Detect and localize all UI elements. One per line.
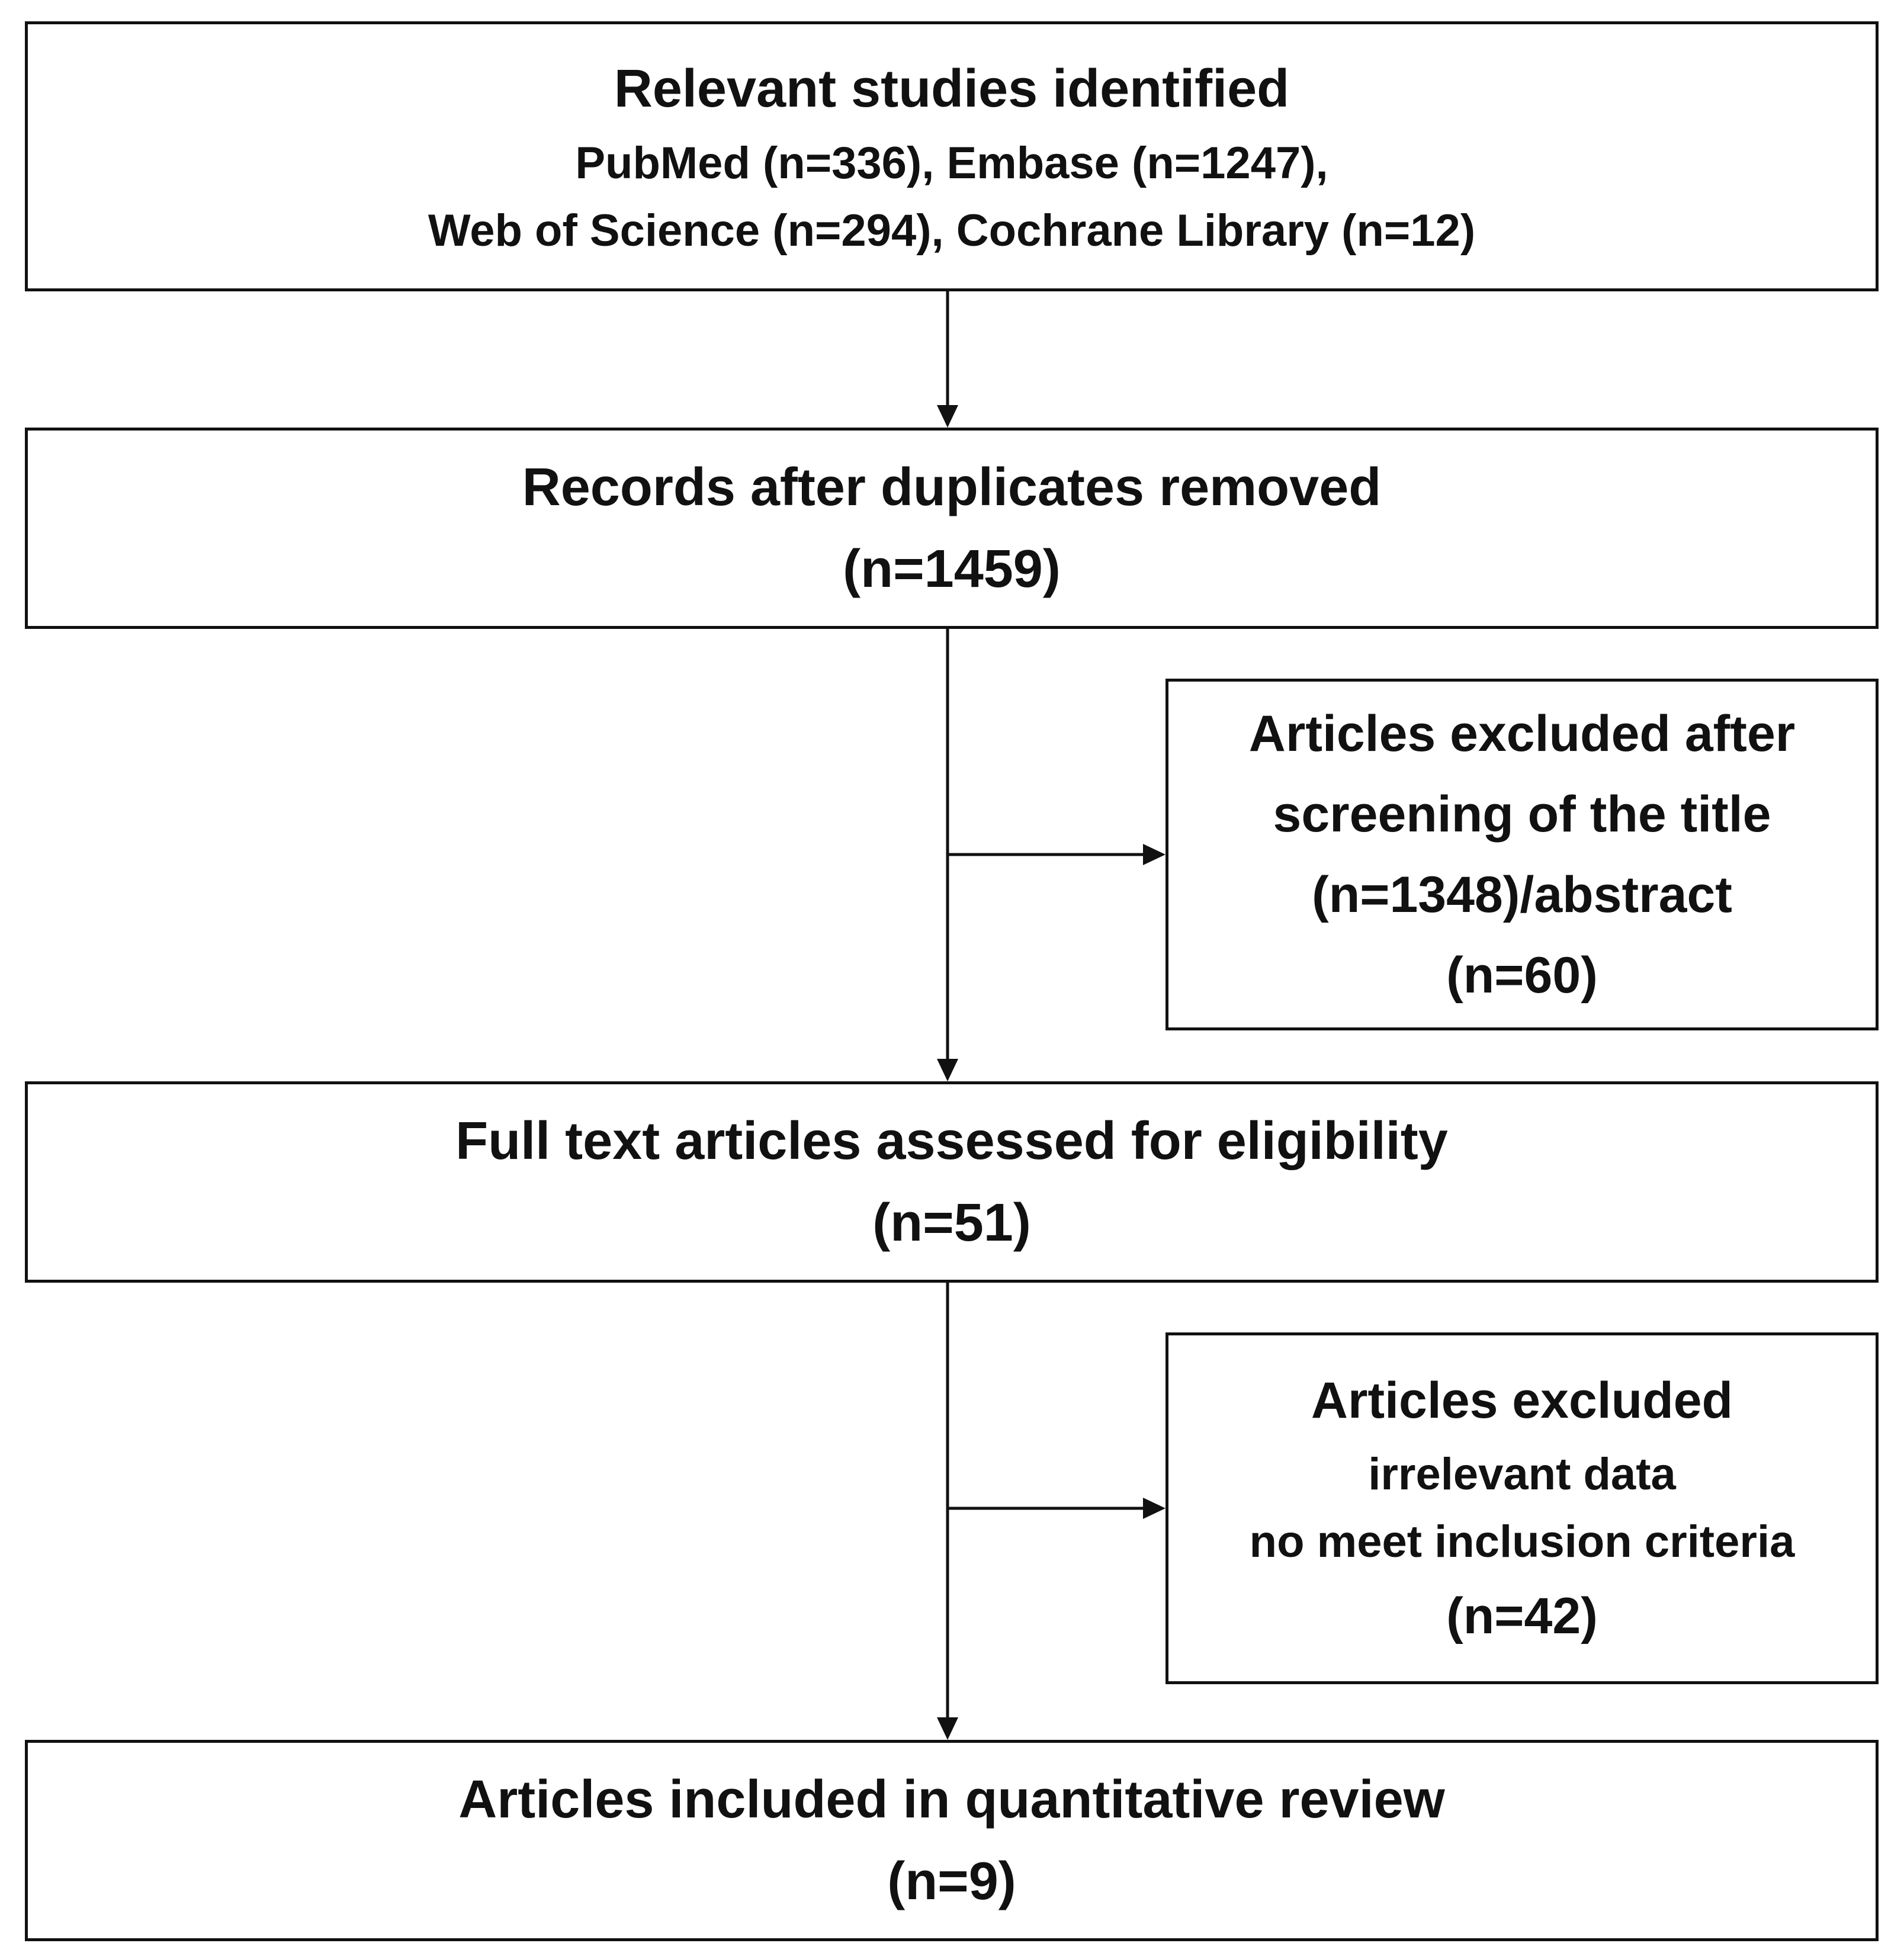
identified-sources-line1: PubMed (n=336), Embase (n=1247),	[575, 138, 1328, 188]
screening-excluded-box: Articles excluded after screening of the…	[1165, 679, 1879, 1030]
fulltext-excluded-reason1: irrelevant data	[1368, 1449, 1676, 1499]
screening-excluded-line2: screening of the title	[1273, 786, 1771, 843]
dedup-count: (n=1459)	[843, 539, 1061, 599]
arrowhead-fulltext-excluded	[1143, 1498, 1165, 1519]
dedup-title: Records after duplicates removed	[522, 458, 1382, 517]
fulltext-excluded-reason2: no meet inclusion criteria	[1249, 1517, 1795, 1567]
included-count: (n=9)	[887, 1852, 1016, 1911]
included-box: Articles included in quantitative review…	[25, 1740, 1879, 1941]
arrowhead-screening-excluded	[1143, 844, 1165, 865]
screening-excluded-line1: Articles excluded after	[1248, 705, 1796, 762]
identified-sources-line2: Web of Science (n=294), Cochrane Library…	[428, 205, 1476, 256]
dedup-box: Records after duplicates removed (n=1459…	[25, 428, 1879, 629]
fulltext-excluded-count: (n=42)	[1446, 1588, 1598, 1645]
included-title: Articles included in quantitative review	[458, 1770, 1445, 1829]
screening-excluded-line4: (n=60)	[1446, 947, 1598, 1004]
identified-title: Relevant studies identified	[614, 59, 1290, 118]
screening-excluded-line3: (n=1348)/abstract	[1312, 866, 1732, 923]
fulltext-count: (n=51)	[872, 1193, 1031, 1252]
arrowhead-fulltext	[937, 1059, 958, 1081]
identified-box: Relevant studies identified PubMed (n=33…	[25, 21, 1879, 291]
arrowhead-dedup	[937, 405, 958, 428]
fulltext-excluded-title: Articles excluded	[1311, 1372, 1733, 1429]
arrowhead-included	[937, 1717, 958, 1740]
fulltext-excluded-box: Articles excluded irrelevant data no mee…	[1165, 1332, 1879, 1684]
fulltext-title: Full text articles assessed for eligibil…	[455, 1112, 1448, 1171]
fulltext-box: Full text articles assessed for eligibil…	[25, 1081, 1879, 1283]
